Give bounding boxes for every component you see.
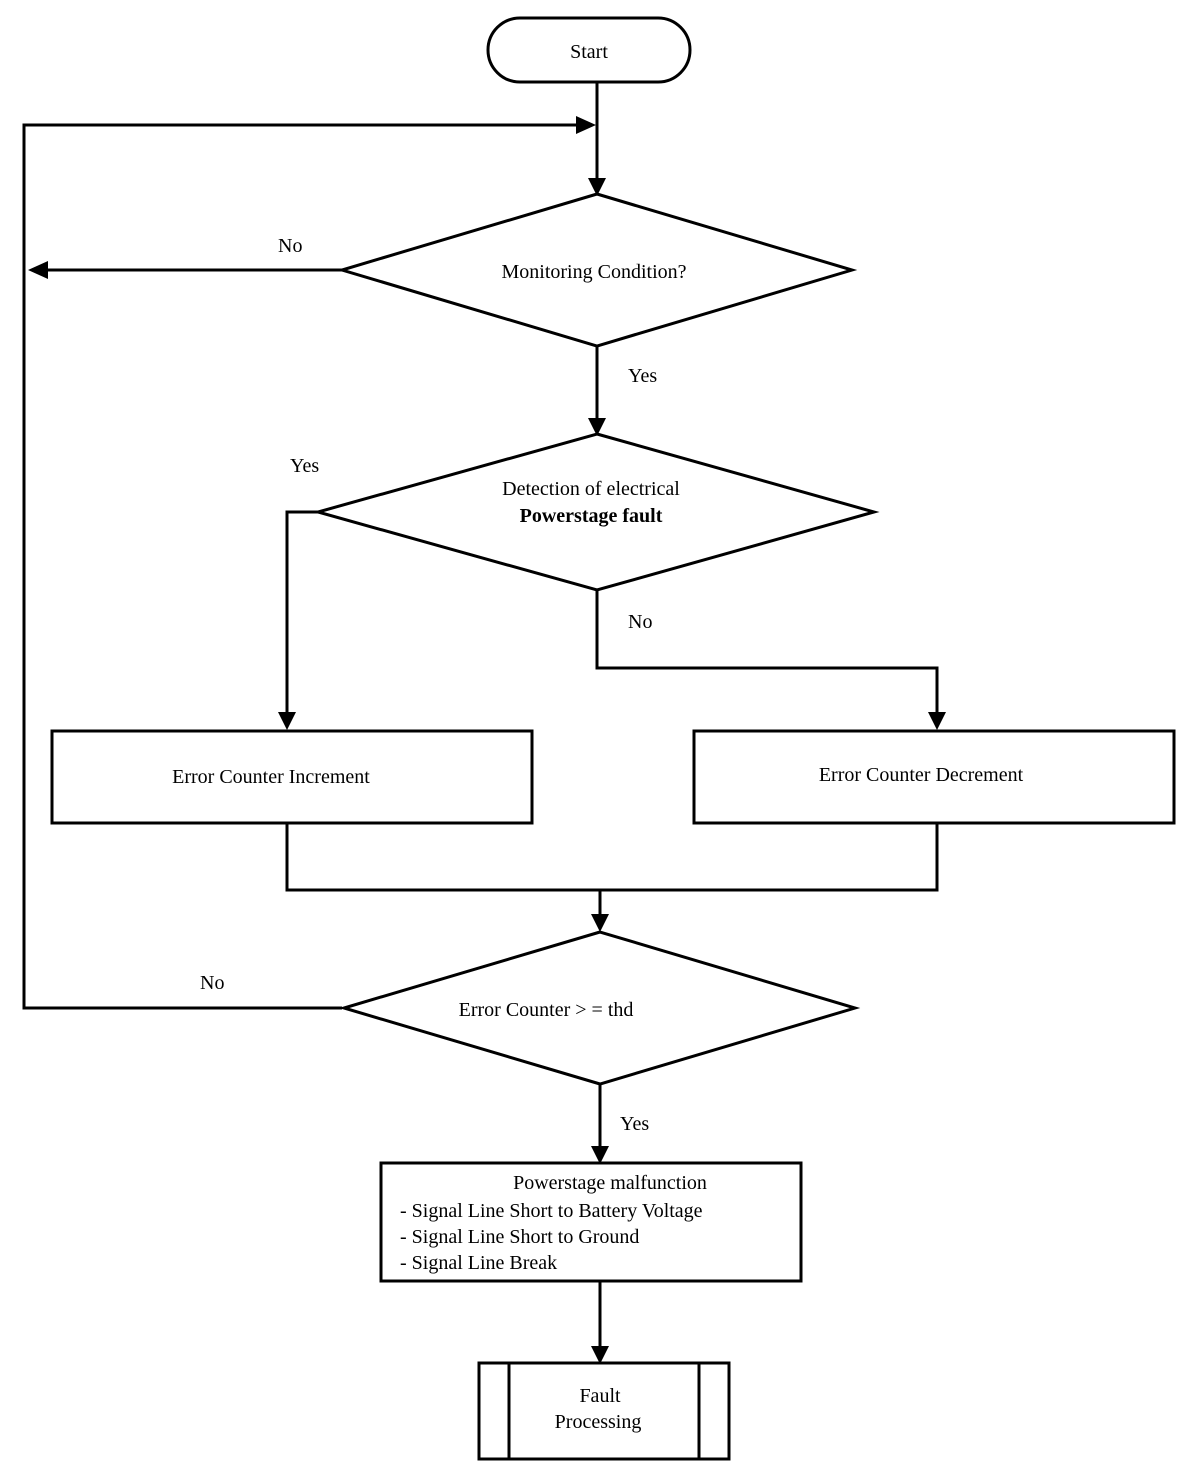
- error-counter-increment-box: [50, 729, 534, 825]
- malfunction-title: Powerstage malfunction: [513, 1172, 707, 1194]
- arrowhead-monitoring: [588, 178, 606, 196]
- threshold-label: Error Counter > = thd: [459, 999, 634, 1021]
- monitoring-yes-label: Yes: [628, 365, 657, 387]
- arrowhead-increment: [278, 712, 296, 730]
- start-label: Start: [570, 41, 608, 63]
- connector-detection-yes: [285, 510, 318, 714]
- malfunction-item: - Signal Line Break: [400, 1252, 557, 1274]
- monitoring-condition-label: Monitoring Condition?: [502, 261, 687, 283]
- start-terminator: [486, 16, 692, 84]
- threshold-yes-label: Yes: [620, 1113, 649, 1135]
- fault-processing-line1: Fault: [579, 1385, 621, 1407]
- fault-detection-line2: Powerstage fault: [520, 505, 663, 527]
- arrowhead-fault-processing: [591, 1346, 609, 1364]
- arrowhead-loop-back: [576, 116, 596, 134]
- error-counter-decrement-box: [692, 729, 1176, 825]
- arrowhead-detection: [588, 418, 606, 436]
- error-counter-decrement-label: Error Counter Decrement: [819, 764, 1024, 786]
- malfunction-item: - Signal Line Short to Battery Voltage: [400, 1200, 703, 1222]
- fault-detection-line1: Detection of electrical: [502, 478, 680, 500]
- connector-detection-no: [595, 590, 939, 714]
- threshold-no-label: No: [200, 972, 224, 994]
- detection-no-label: No: [628, 611, 652, 633]
- powerstage-malfunction-box: [379, 1161, 803, 1283]
- loop-back-connector: [22, 123, 578, 1010]
- connector-merge: [285, 823, 939, 892]
- error-counter-increment-label: Error Counter Increment: [172, 766, 370, 788]
- arrowhead-monitoring-no: [28, 261, 48, 279]
- monitoring-no-label: No: [278, 235, 302, 257]
- detection-yes-label: Yes: [290, 455, 319, 477]
- fault-processing-box: [477, 1361, 731, 1461]
- fault-processing-line2: Processing: [555, 1411, 642, 1433]
- arrowhead-decrement: [928, 712, 946, 730]
- arrowhead-malfunction: [591, 1146, 609, 1164]
- arrowhead-threshold: [591, 914, 609, 932]
- malfunction-item: - Signal Line Short to Ground: [400, 1226, 639, 1248]
